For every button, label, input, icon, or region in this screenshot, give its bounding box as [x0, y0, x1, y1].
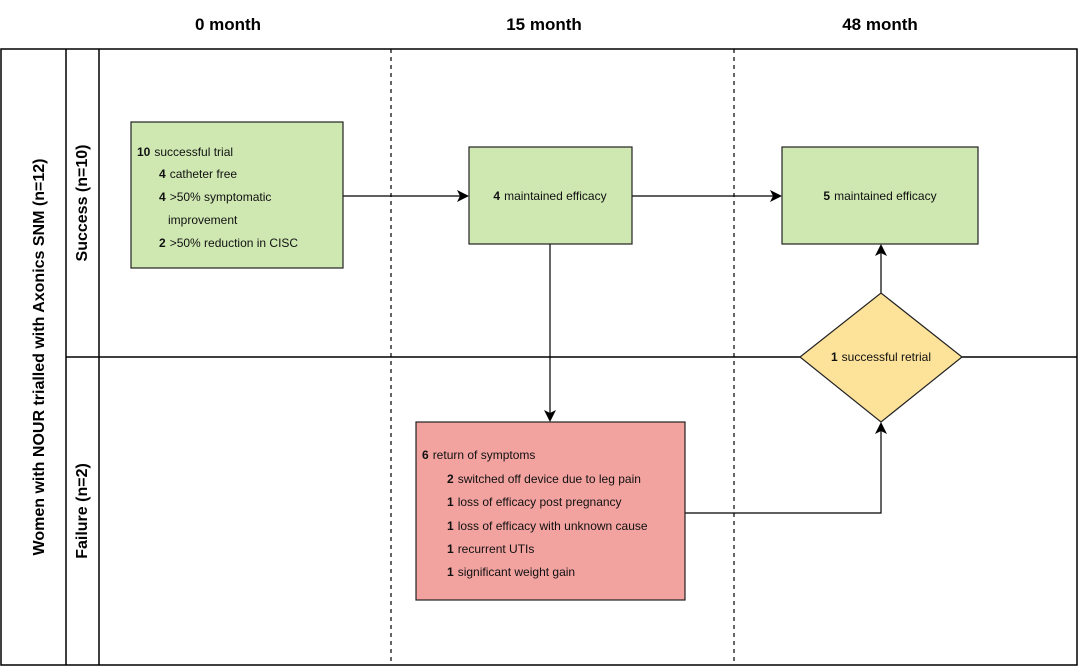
trial-line-3: 4>50% symptomatic: [159, 190, 271, 204]
column-header-48-month: 48 month: [842, 15, 918, 34]
column-header-0-month: 0 month: [195, 15, 261, 34]
box-15m-maintained-efficacy: [468, 146, 633, 245]
column-header-15-month: 15 month: [506, 15, 582, 34]
group-label: Women with NOUR trialled with Axonics SN…: [31, 159, 48, 556]
lane-label-success: Success (n=10): [74, 145, 91, 262]
box-successful-trial: [130, 121, 344, 269]
decision-successful-retrial: [799, 292, 963, 423]
lane-label-failure: Failure (n=2): [74, 463, 91, 559]
box-return-of-symptoms: [415, 421, 686, 601]
trial-line-4: improvement: [168, 213, 238, 227]
arrow-failure-to-retrial: [685, 422, 887, 514]
trial-line-5: 2>50% reduction in CISC: [159, 236, 298, 250]
box-48m-maintained-efficacy: [781, 146, 979, 245]
